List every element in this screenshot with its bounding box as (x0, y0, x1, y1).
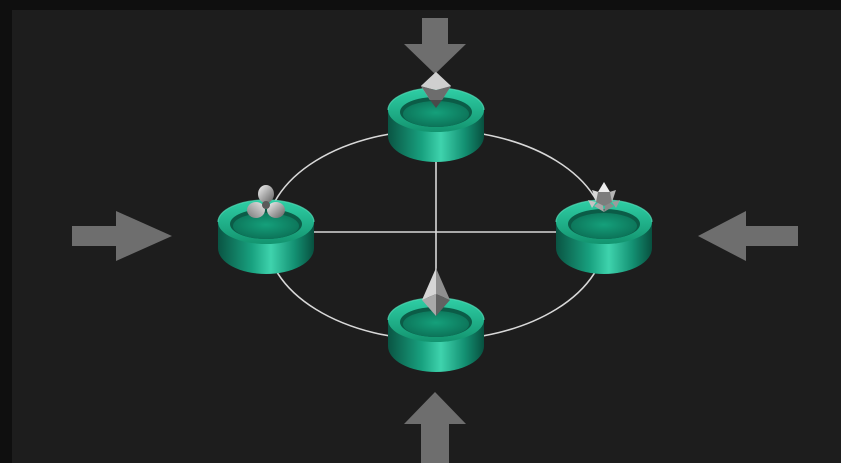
arrow-right (698, 211, 798, 261)
node-bottom (387, 268, 485, 372)
node-top (387, 72, 485, 162)
pointed-diamond-icon (422, 268, 450, 316)
three-lobed-bulb-icon (247, 185, 285, 218)
arrow-top (404, 18, 466, 74)
arrow-left (72, 211, 172, 261)
faceted-flower-icon (588, 182, 620, 212)
node-right (555, 182, 653, 274)
octahedron-crystal-icon (421, 72, 451, 108)
node-left (217, 185, 315, 274)
arrow-bottom (404, 392, 466, 463)
